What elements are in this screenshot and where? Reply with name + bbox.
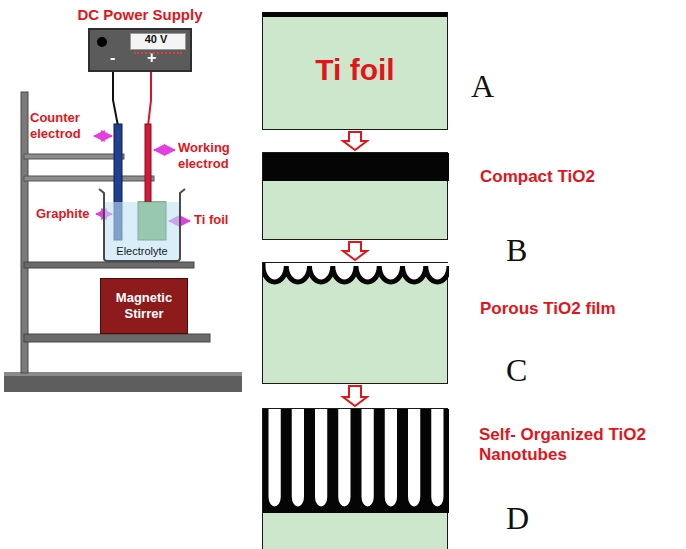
stage-label: Self- Organized TiO2 Nanotubes bbox=[479, 425, 677, 465]
clamp-bar bbox=[24, 176, 154, 181]
stirrer-label: Magnetic Stirrer bbox=[105, 290, 183, 322]
pore-openings bbox=[263, 263, 449, 282]
electrode-label: Working electrod bbox=[178, 140, 242, 172]
working-electrode bbox=[145, 124, 151, 204]
stand-base-edge bbox=[4, 372, 242, 376]
power-supply: DC Power Supply40 V-+ bbox=[88, 28, 192, 72]
nanotube bbox=[429, 409, 446, 509]
terminal-sign: + bbox=[147, 48, 156, 68]
nanotube bbox=[289, 409, 306, 509]
electrode-label: Counter electrod bbox=[30, 110, 92, 142]
electrode-label: Graphite bbox=[36, 206, 89, 222]
nanotube bbox=[406, 409, 423, 509]
stand-base bbox=[4, 372, 242, 392]
supply-title: DC Power Supply bbox=[77, 6, 202, 24]
panel-title: Ti foil bbox=[263, 53, 447, 87]
support-ring bbox=[24, 262, 194, 268]
nanotube bbox=[359, 409, 376, 509]
stage-label: Porous TiO2 film bbox=[480, 299, 616, 319]
ti-foil-panel: Ti foilA bbox=[262, 12, 448, 130]
beaker-label: Electrolyte bbox=[98, 245, 186, 258]
beaker: Electrolyte bbox=[98, 188, 186, 262]
compact-oxide-layer bbox=[263, 153, 449, 181]
power-led bbox=[97, 37, 107, 47]
sample-label: Ti foil bbox=[194, 212, 228, 228]
leader-arrow bbox=[94, 135, 112, 137]
step-letter: B bbox=[506, 233, 527, 267]
pore-walls bbox=[263, 263, 449, 282]
display-dots bbox=[134, 52, 182, 54]
step-letter: D bbox=[506, 501, 529, 535]
stirrer-shelf bbox=[24, 334, 210, 342]
positive-wire bbox=[148, 72, 151, 126]
leader-arrow bbox=[154, 149, 175, 151]
step-letter: A bbox=[471, 69, 494, 103]
nanotube bbox=[266, 409, 283, 509]
beaker-wall bbox=[99, 189, 185, 261]
step-letter: C bbox=[506, 353, 527, 387]
porous-oxide-panel: Porous TiO2 filmC bbox=[262, 262, 448, 384]
terminal-sign: - bbox=[110, 48, 115, 68]
nanotube bbox=[382, 409, 399, 509]
compact-oxide-panel: Compact TiO2B bbox=[262, 152, 448, 240]
stand-rod bbox=[21, 92, 28, 373]
flow-arrow bbox=[343, 386, 367, 406]
oxide-body bbox=[263, 409, 449, 513]
nanotube bbox=[313, 409, 330, 509]
flow-arrow bbox=[343, 132, 367, 150]
stage-label: Compact TiO2 bbox=[480, 167, 595, 187]
clamp-bar bbox=[24, 154, 124, 159]
nanotube-array bbox=[263, 409, 449, 549]
nanotube bbox=[336, 409, 353, 509]
negative-wire bbox=[113, 72, 118, 126]
magnetic-stirrer: Magnetic Stirrer bbox=[100, 278, 188, 334]
flow-arrow bbox=[343, 242, 367, 260]
voltage-reading: 40 V bbox=[128, 32, 184, 47]
porous-oxide bbox=[263, 263, 449, 385]
nanotube-panel: Self- Organized TiO2 NanotubesD bbox=[262, 408, 448, 549]
